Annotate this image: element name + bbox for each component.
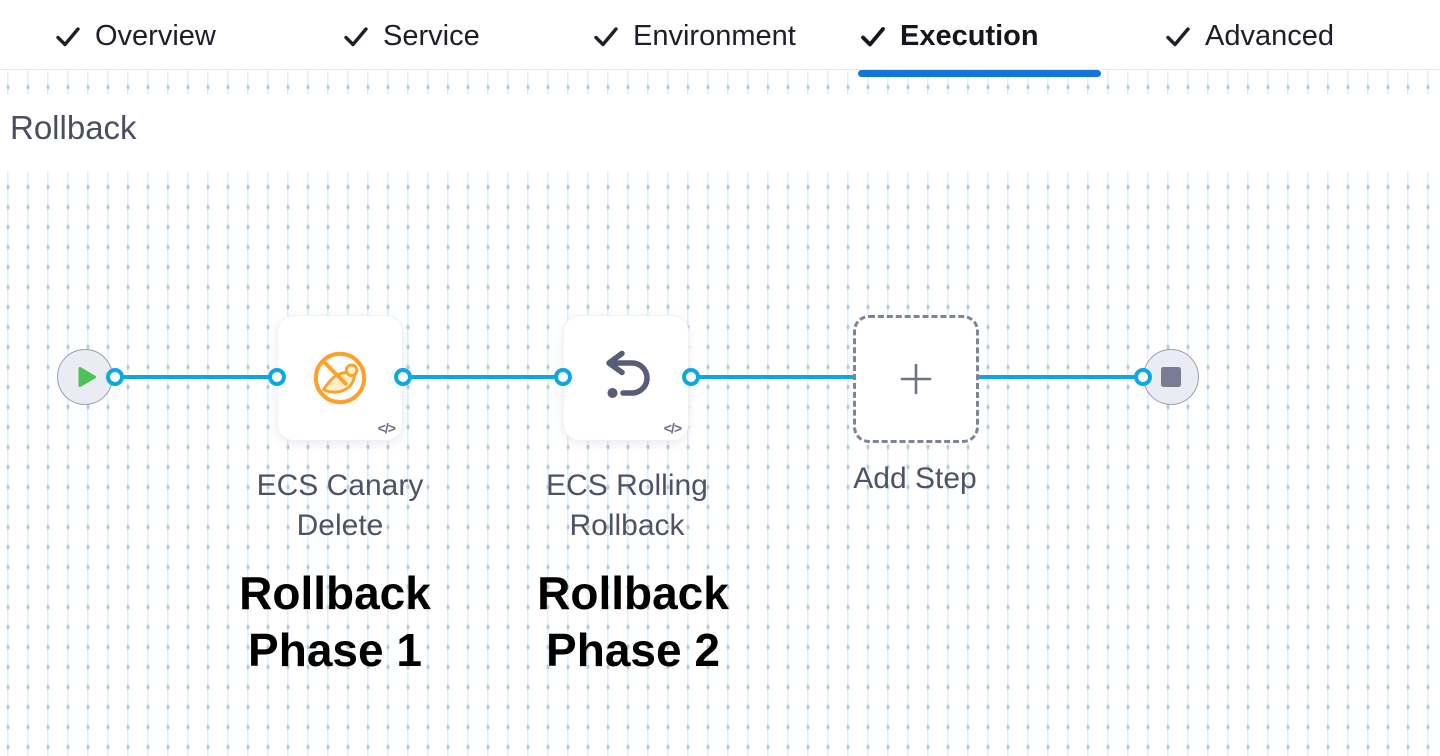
tab-service[interactable]: Service: [343, 0, 480, 70]
connector-dot[interactable]: [106, 368, 124, 386]
canary-delete-icon: [309, 349, 371, 407]
tab-label: Environment: [633, 19, 796, 52]
annotation-line: Phase 1: [248, 624, 422, 676]
step-label-ecs-canary-delete: ECS Canary Delete: [230, 466, 450, 546]
plus-icon: [897, 360, 935, 398]
tabbar-divider: [0, 69, 1440, 70]
tab-label: Execution: [900, 19, 1039, 52]
check-icon: [593, 25, 619, 48]
pipeline-canvas: Rollback </>: [0, 71, 1440, 756]
connector-line: [691, 375, 853, 379]
tab-label: Advanced: [1205, 19, 1334, 52]
annotation-line: Phase 2: [546, 624, 720, 676]
connector-dot[interactable]: [682, 368, 700, 386]
tab-advanced[interactable]: Advanced: [1165, 0, 1334, 70]
connector-dot[interactable]: [1134, 368, 1152, 386]
stage-config-tabbar: Overview Service Environment Execution A…: [0, 0, 1440, 70]
tab-overview[interactable]: Overview: [55, 0, 216, 70]
step-node-ecs-rolling-rollback[interactable]: </>: [563, 315, 689, 441]
tab-environment[interactable]: Environment: [593, 0, 796, 70]
step-label-ecs-rolling-rollback: ECS Rolling Rollback: [517, 466, 737, 546]
section-header-band: [0, 94, 1440, 172]
rolling-rollback-icon: [594, 350, 658, 406]
step-label-line: Delete: [296, 509, 384, 542]
check-icon: [1165, 25, 1191, 48]
check-icon: [343, 25, 369, 48]
annotation-rollback-phase-1: Rollback Phase 1: [195, 565, 475, 679]
code-icon: </>: [663, 420, 682, 436]
section-title: Rollback: [10, 109, 137, 146]
connector-line: [115, 375, 277, 379]
annotation-rollback-phase-2: Rollback Phase 2: [493, 565, 773, 679]
connector-dot[interactable]: [394, 368, 412, 386]
connector-line: [979, 375, 1143, 379]
check-icon: [860, 25, 886, 48]
stop-icon: [1161, 367, 1181, 387]
step-label-line: ECS Rolling: [546, 469, 708, 502]
step-label-line: Rollback: [569, 509, 685, 542]
add-step-label: Add Step: [853, 462, 977, 495]
tab-label: Overview: [95, 19, 216, 52]
step-label-line: ECS Canary: [256, 469, 424, 502]
connector-dot[interactable]: [554, 368, 572, 386]
annotation-line: Rollback: [537, 567, 729, 619]
connector-line: [403, 375, 563, 379]
connector-dot[interactable]: [268, 368, 286, 386]
active-tab-underline: [858, 70, 1101, 77]
play-icon: [76, 365, 98, 389]
step-node-ecs-canary-delete[interactable]: </>: [277, 315, 403, 441]
tab-execution[interactable]: Execution: [860, 0, 1039, 70]
code-icon: </>: [377, 420, 396, 436]
tab-label: Service: [383, 19, 480, 52]
start-node[interactable]: [57, 349, 113, 405]
check-icon: [55, 25, 81, 48]
add-step-button[interactable]: [853, 315, 979, 443]
annotation-line: Rollback: [239, 567, 431, 619]
